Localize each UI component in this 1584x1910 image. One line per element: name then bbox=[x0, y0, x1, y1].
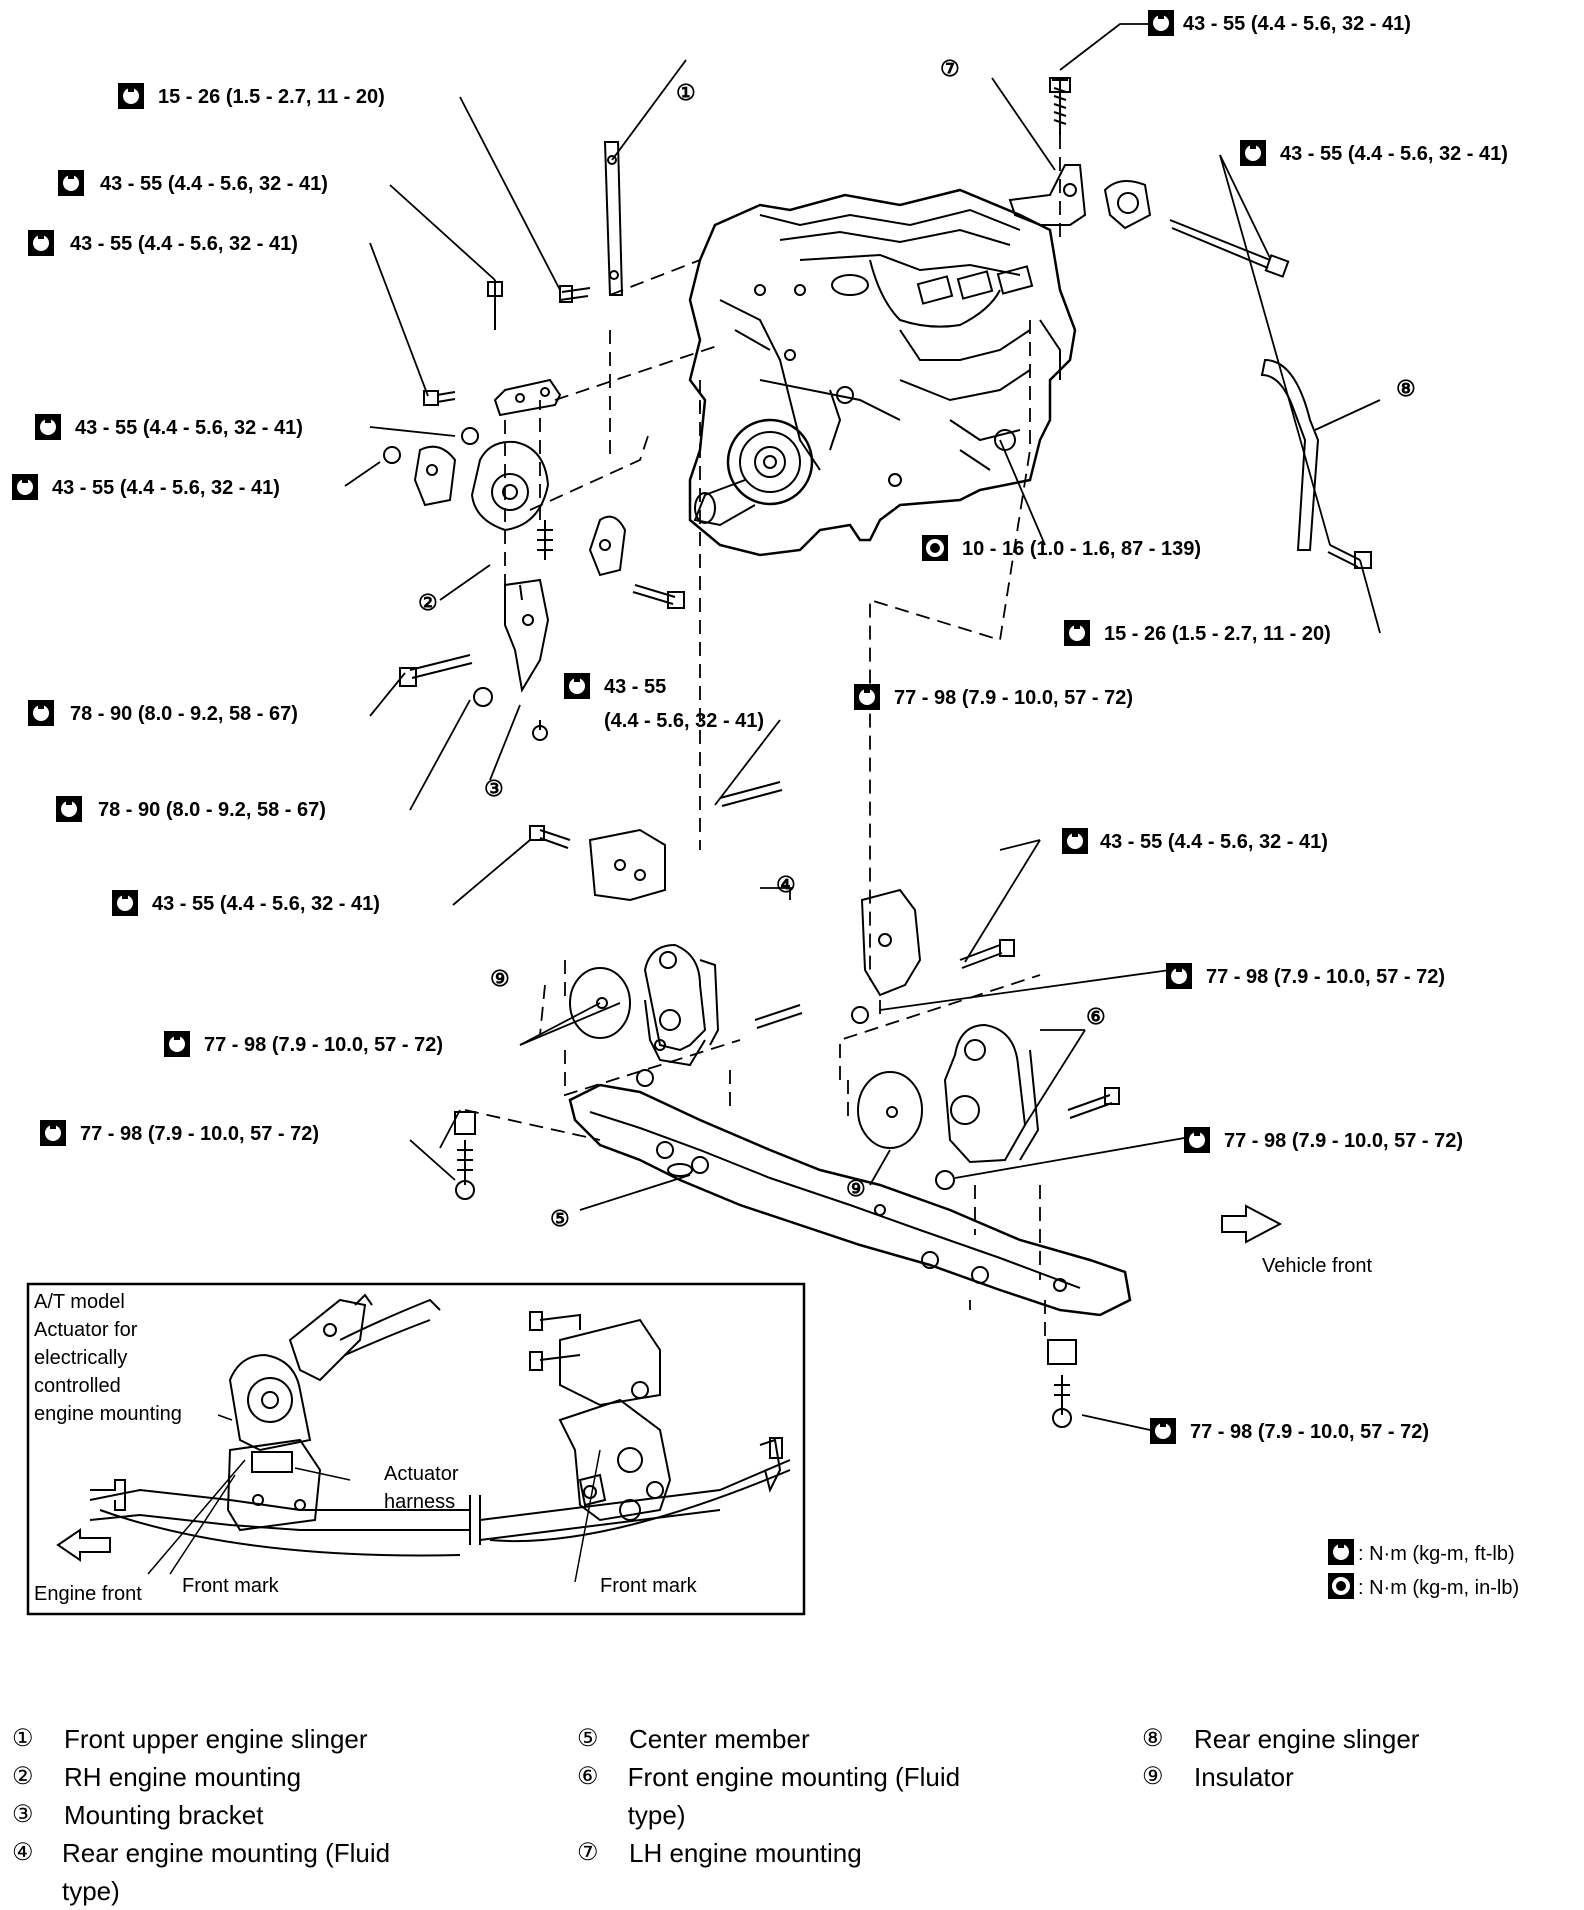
torque-slinger-bolt: 15 - 26 (1.5 - 2.7, 11 - 20) bbox=[158, 86, 385, 108]
inset-title-line-5: engine mounting bbox=[34, 1403, 182, 1425]
torque-rear-mount-bolt: 77 - 98 (7.9 - 10.0, 57 - 72) bbox=[894, 687, 1133, 709]
front-upper-engine-slinger bbox=[559, 141, 624, 303]
actuator-harness-line-1: Actuator bbox=[384, 1463, 459, 1485]
torque-center-bolt-left: 77 - 98 (7.9 - 10.0, 57 - 72) bbox=[80, 1123, 319, 1145]
engine-front-label: Engine front bbox=[34, 1583, 142, 1605]
torque-pulley-bolt: 10 - 16 (1.0 - 1.6, 87 - 139) bbox=[962, 538, 1201, 560]
torque-values: 43 - 55 (4.4 - 5.6, 32 - 41) 15 - 26 (1.… bbox=[52, 13, 1508, 1443]
callout-8: ⑧ bbox=[1396, 376, 1416, 401]
actuator-harness-line-2: harness bbox=[384, 1491, 455, 1513]
callout-9-left: ⑨ bbox=[490, 966, 510, 991]
inset-title-line-2: Actuator for bbox=[34, 1319, 138, 1341]
mounting-bracket bbox=[399, 578, 685, 741]
torque-center-bolt-right: 77 - 98 (7.9 - 10.0, 57 - 72) bbox=[1190, 1421, 1429, 1443]
torque-rh-bracket-bolt-2: 43 - 55 (4.4 - 5.6, 32 - 41) bbox=[70, 233, 298, 255]
front-engine-mounting bbox=[851, 888, 1120, 1190]
engine-assembly bbox=[688, 188, 1077, 557]
engine-front-arrow-icon bbox=[56, 1528, 111, 1562]
torque-bracket-nut: 78 - 90 (8.0 - 9.2, 58 - 67) bbox=[98, 799, 326, 821]
torque-rear-bracket-bolt: 43 - 55 (4.4 - 5.6, 32 - 41) bbox=[152, 893, 380, 915]
torque-bracket-nut-a: 43 - 55 bbox=[604, 676, 666, 698]
center-member bbox=[568, 1083, 1132, 1317]
units-ftlb: : N·m (kg-m, ft-lb) bbox=[1358, 1543, 1515, 1565]
torque-front-nut: 77 - 98 (7.9 - 10.0, 57 - 72) bbox=[1224, 1130, 1463, 1152]
callout-3: ③ bbox=[484, 776, 504, 801]
vehicle-front-indicator: Vehicle front bbox=[1221, 1204, 1373, 1277]
lh-engine-mounting bbox=[1008, 77, 1290, 278]
callout-7: ⑦ bbox=[940, 56, 960, 81]
torque-rh-nut-2: 43 - 55 (4.4 - 5.6, 32 - 41) bbox=[52, 477, 280, 499]
lower-bolts bbox=[454, 1111, 1077, 1428]
torque-through-bolt: 78 - 90 (8.0 - 9.2, 58 - 67) bbox=[70, 703, 298, 725]
units-legend: : N·m (kg-m, ft-lb) : N·m (kg-m, in-lb) bbox=[1358, 1543, 1519, 1599]
torque-lh-side-bolt: 43 - 55 (4.4 - 5.6, 32 - 41) bbox=[1280, 143, 1508, 165]
at-model-inset: A/T model Actuator for electrically cont… bbox=[26, 1282, 806, 1616]
torque-lh-mount-bolt: 43 - 55 (4.4 - 5.6, 32 - 41) bbox=[1183, 13, 1411, 35]
torque-rh-bracket-bolt: 43 - 55 (4.4 - 5.6, 32 - 41) bbox=[100, 173, 328, 195]
rear-engine-mounting bbox=[569, 943, 803, 1087]
rh-engine-mounting bbox=[383, 280, 627, 577]
callout-2: ② bbox=[418, 590, 438, 615]
torque-rh-nut: 43 - 55 (4.4 - 5.6, 32 - 41) bbox=[75, 417, 303, 439]
alignment-lines bbox=[464, 135, 1061, 1340]
units-inlb: : N·m (kg-m, in-lb) bbox=[1358, 1577, 1519, 1599]
callout-numbers: ① ② ③ ④ ⑤ ⑥ ⑦ ⑧ ⑨ ⑨ bbox=[418, 56, 1416, 1231]
rear-mount-bracket bbox=[529, 781, 783, 902]
torque-lh-bracket-bolt: 43 - 55 (4.4 - 5.6, 32 - 41) bbox=[1100, 831, 1328, 853]
inset-title-line-3: electrically bbox=[34, 1347, 127, 1369]
front-mark-right-label: Front mark bbox=[600, 1575, 698, 1597]
callout-9-right: ⑨ bbox=[846, 1176, 866, 1201]
leader-lines bbox=[344, 23, 1381, 1431]
torque-bracket-nut-b: (4.4 - 5.6, 32 - 41) bbox=[604, 710, 764, 732]
torque-rear-mount-nut: 77 - 98 (7.9 - 10.0, 57 - 72) bbox=[204, 1034, 443, 1056]
vehicle-front-arrow-icon bbox=[1221, 1204, 1283, 1244]
callout-5: ⑤ bbox=[550, 1206, 570, 1231]
inset-title-line-4: controlled bbox=[34, 1375, 121, 1397]
torque-front-mount-nut: 77 - 98 (7.9 - 10.0, 57 - 72) bbox=[1206, 966, 1445, 988]
callout-4: ④ bbox=[776, 872, 796, 897]
callout-1: ① bbox=[676, 80, 696, 105]
callout-6: ⑥ bbox=[1086, 1004, 1106, 1029]
torque-rear-slinger-bolt: 15 - 26 (1.5 - 2.7, 11 - 20) bbox=[1104, 623, 1331, 645]
inset-title-line-1: A/T model bbox=[34, 1291, 125, 1313]
front-mark-left-label: Front mark bbox=[182, 1575, 280, 1597]
vehicle-front-label: Vehicle front bbox=[1262, 1255, 1373, 1277]
rear-engine-slinger bbox=[1260, 358, 1372, 569]
